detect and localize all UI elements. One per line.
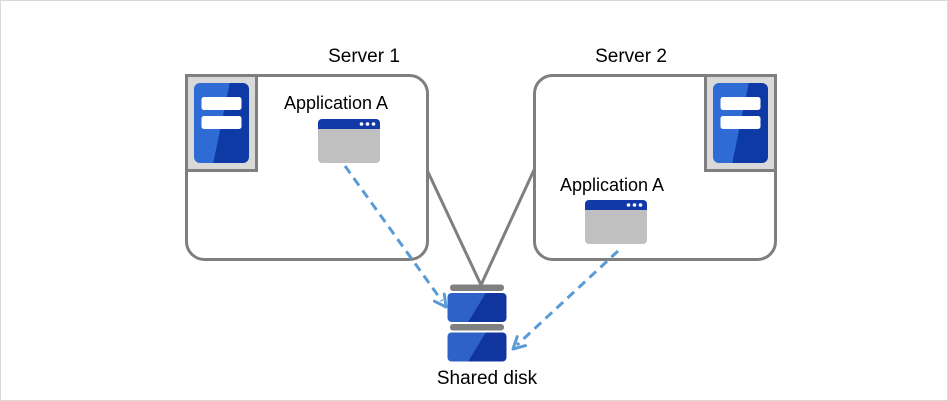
server2-title: Server 2 xyxy=(595,46,667,67)
server1-title: Server 1 xyxy=(328,46,400,67)
server-tower-icon xyxy=(185,74,258,172)
app-window-icon xyxy=(585,200,647,244)
arrowhead-icon xyxy=(432,292,448,309)
arrowhead-icon xyxy=(511,335,527,351)
server-tower-icon xyxy=(704,74,777,172)
dashed-arrow-app2-to-disk xyxy=(511,249,620,351)
server1-app-label: Application A xyxy=(283,93,389,113)
server2-app-label: Application A xyxy=(559,175,665,195)
dashed-arrow-app1-to-disk xyxy=(343,165,448,309)
disk-stack-icon xyxy=(447,284,507,362)
connector-server2-to-disk xyxy=(479,169,536,286)
connector-server1-to-disk xyxy=(426,171,483,286)
shared-disk-label: Shared disk xyxy=(436,368,538,389)
app-window-icon xyxy=(318,119,380,163)
